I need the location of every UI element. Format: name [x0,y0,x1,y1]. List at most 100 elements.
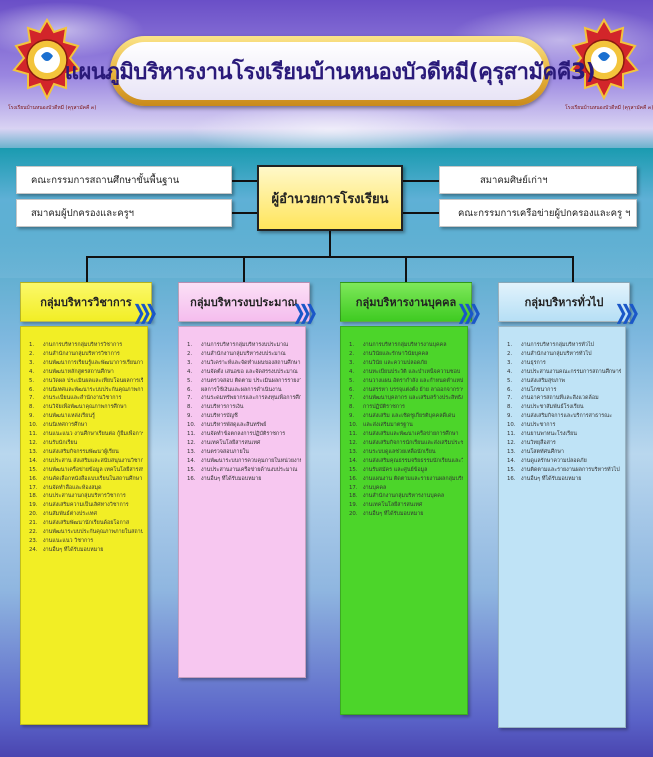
list-item-number: 13. [349,448,358,455]
list-item-number: 10. [29,422,38,429]
list-item: 18.งานสำนักงานกลุ่มบริหารงานบุคคล [349,492,463,501]
list-item: 2.งานสำนักงานกลุ่มบริหารงบประมาณ [187,350,301,359]
list-item-number: 16. [507,475,516,482]
list-item-number: 11. [187,431,196,438]
list-item-number: 1. [349,342,355,348]
list-item-text: งานวินัย และความปลอดภัย [363,359,427,366]
list-item-number: 5. [187,377,193,384]
list-item-number: 7. [507,395,513,402]
chevron-right-icon: ❯❯❯ [614,300,640,324]
list-item: 18.งานประสานงานกลุ่มบริหารวิชาการ [29,492,143,501]
list-item-text: งานบริหารการเงิน [201,404,244,411]
list-item: 15. งานประสานงานเครือข่ายด้านงบประมาณ [187,466,301,475]
box-parent-network-committee-label: คณะกรรมการเครือข่ายผู้ปกครองและครู ฯ [458,207,631,219]
box-alumni-association-label: สมาคมศิษย์เก่าฯ [480,174,548,186]
list-item-number: 14. [507,457,516,464]
school-emblem-right: โรงเรียนบ้านหนองบัวดีหมี (คุรุสามัคคี ๓) [565,18,653,118]
list-item-text: งานอื่นๆ ที่ได้รับมอบหมาย [201,475,262,482]
list-item: 14.งานส่งเสริมคุณธรรมจริยธรรมนักเรียนและ… [349,457,463,466]
list-item-number: 8. [187,404,193,411]
list-item: 5.งานตรวจสอบ ติดตาม ประเมินผลการรายงาน [187,377,301,386]
list-item-text: การปฏิบัติราชการ [363,404,405,411]
list-item-number: 9. [349,413,355,420]
list-item-number: 16. [349,475,358,482]
list-item: 9.งานบริหารบัญชี [187,412,301,421]
list-item-number: 20. [349,511,358,518]
group-header-academic: กลุ่มบริหารวิชาการ [20,282,152,322]
box-basic-education-committee: คณะกรรมการสถานศึกษาขั้นพื้นฐาน [16,166,232,194]
list-item-number: 11. [29,431,38,438]
list-item: 19.งานส่งเสริมความเป็นเลิศทางวิชาการ [29,501,143,510]
list-item-number: 12. [187,439,196,446]
group-header-budget: กลุ่มบริหารงบประมาณ [178,282,310,322]
list-item-number: 10. [507,422,516,429]
list-item-text: งานยานพาหนะโรงเรียน [521,431,577,438]
connector-drop-3 [405,256,407,282]
list-item-text: งานการบริหารกลุ่มบริหารงบประมาณ [201,342,289,348]
box-parent-network-committee: คณะกรรมการเครือข่ายผู้ปกครองและครู ฯ [439,199,637,227]
list-item: 6.งานโภชนาการ [507,386,621,395]
list-item: 20.งานอื่นๆ ที่ได้รับมอบหมาย [349,510,463,519]
list-item: 4.งานทะเบียนประวัติ และบำเหน็จความชอบ [349,368,463,377]
list-item-text: งานประชาการ [521,422,556,429]
list-item-number: 19. [349,502,358,509]
list-item: 13.งานโสตทัศนศึกษา [507,448,621,457]
list-item: 9.งานพัฒนาแหล่งเรียนรู้ [29,412,143,421]
list-item-number: 2. [507,350,513,357]
list-item: 2.งานสำนักงานกลุ่มบริหารทั่วไป [507,350,621,359]
list-item-text: งานสัมพันธ์ต่างประเทศ [43,511,97,518]
list-item-text: งานสำนักงานกลุ่มบริหารงบประมาณ [201,350,286,357]
list-item-text: งานประสานงานเครือข่ายด้านงบประมาณ [201,466,298,473]
list-item: 8. งานบริหารการเงิน [187,403,301,412]
list-item-text: งานระเบียนและสำนักงานวิชาการ [43,395,122,402]
list-item-text: งานอาคารสถานที่และสิ่งแวดล้อม [521,395,599,402]
title-inner: แผนภูมิบริหารงานโรงเรียนบ้านหนองบัวดีหมี… [65,42,596,100]
list-item-text: งานจัดทำข้อตกลงการปฏิบัติราชการ [201,431,286,438]
list-item-number: 13. [29,448,38,455]
list-item: 19.งานเทคโนโลยีสารสนเทศ [349,501,463,510]
list-item: 9.งานส่งเสริม และเชิดชูเกียรติบุคคลดีเด่… [349,412,463,421]
list-item-text: งานโสตทัศนศึกษา [521,448,564,455]
list-item: 1.งานการบริหารกลุ่มบริหารงานบุคคล [349,341,463,350]
list-item-number: 5. [29,377,35,384]
chevron-right-icon: ❯❯❯ [456,300,482,324]
connector-right-2 [403,212,439,214]
list-item: 6.งานสรรหา บรรจุแต่งตั้ง ย้าย ลาออกจากรา… [349,386,463,395]
list-item-number: 11. [349,431,358,438]
group-title-personnel: กลุ่มบริหารงานบุคคล [355,296,457,309]
group-title-budget: กลุ่มบริหารงบประมาณ [190,296,298,309]
list-item: 10.และส่งเสริมมาตรฐาน [349,421,463,430]
list-item-number: 7. [187,395,193,402]
connector-director-down [329,231,331,257]
list-item-text: งานส่งเสริมคุณธรรมจริยธรรมนักเรียนและวิน… [363,457,463,464]
list-item: 15.งานพัฒนาเครือข่ายข้อมูล เทคโนโลยีสารส… [29,466,143,475]
list-item-number: 1. [507,342,513,348]
list-item: 14.งานพัฒนาระบบการควบคุมภายในหน่วยงาน [187,457,301,466]
list-item-text: งานส่งเสริมกิจการและบริการสาธารณะ [521,413,613,420]
list-item-text: งานเทคโนโลยีสารสนเทศ [201,439,261,446]
list-item-text: งานนิเทศการศึกษา [43,422,88,429]
list-item-text: งานจัดตั้ง เสนอขอ และจัดสรรงบประมาณ [201,368,298,375]
list-item: 1.งานการบริหารกลุ่มบริหารวิชาการ [29,341,143,350]
list-item-number: 15. [187,466,196,473]
list-item-text: งานพัฒนาระบบการควบคุมภายในหน่วยงาน [201,457,301,464]
list-item-number: 17. [349,484,358,491]
connector-right-1 [403,180,439,182]
list-item: 6.ผลการใช้เงินและผลการดำเนินงาน [187,386,301,395]
list-item-number: 8. [507,404,513,411]
list-item-text: งานจัดทำสื่อและห้องสมุด [43,484,102,491]
list-item: 1.งานการบริหารกลุ่มบริหารทั่วไป [507,341,621,350]
box-parent-teacher-association: สมาคมผู้ปกครองและครูฯ [16,199,232,227]
emblem-right-icon [569,18,639,101]
list-item: 13.งานตรวจสอบภายใน [187,448,301,457]
list-item: 11. งานจัดทำข้อตกลงการปฏิบัติราชการ [187,430,301,439]
list-item-text: งานพัฒนาระบบประกันคุณภาพภายในสถานศึกษา [43,529,143,536]
list-item: 12.งานส่งเสริมกิจการนักเรียนและส่งเสริมป… [349,439,463,448]
list-item-text: งานประสานงานกลุ่มบริหารวิชาการ [43,493,126,500]
list-item-text: งานระดมทรัพยากรและการลงทุนเพื่อการศึกษา [201,395,301,402]
list-item-text: งานวินัยและรักษาวินัยบุคคล [363,350,429,357]
group-title-general: กลุ่มบริหารทั่วไป [524,296,604,309]
list-item: 14.งานดูแลรักษาความปลอดภัย [507,457,621,466]
